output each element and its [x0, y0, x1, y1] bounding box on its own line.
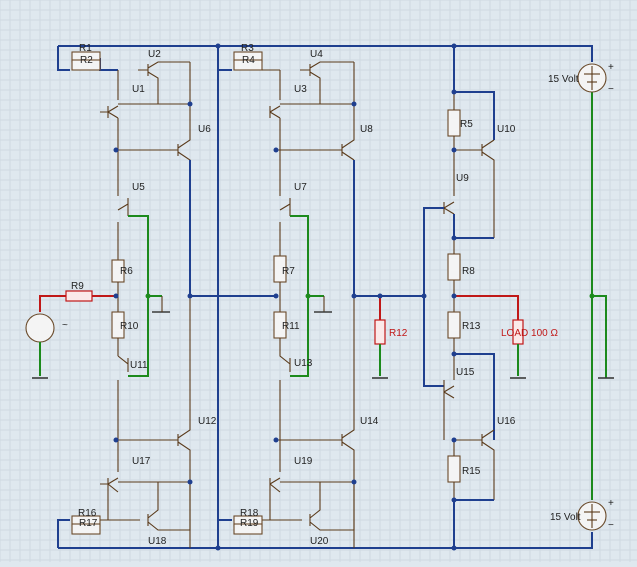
label-r12: R12	[389, 328, 408, 339]
label-r10: R10	[120, 321, 139, 332]
ac-input-source: R9 ~	[25, 281, 116, 379]
label-r11: R11	[282, 321, 300, 332]
label-u3: U3	[294, 84, 307, 95]
label-u1: U1	[132, 84, 145, 95]
label-r16: R16	[78, 508, 97, 519]
label-r5: R5	[460, 119, 473, 130]
label-u12: U12	[198, 416, 217, 427]
label-r3: R3	[241, 43, 254, 54]
label-u17: U17	[132, 456, 151, 467]
label-r18: R18	[240, 508, 259, 519]
label-r8: R8	[462, 266, 475, 277]
label-r15: R15	[462, 466, 481, 477]
bottom-supply-minus: −	[608, 520, 614, 531]
ground-rail-wire	[591, 92, 614, 500]
bottom-supply-label: 15 Volt	[550, 512, 581, 523]
stage-2: R3 R4 U4 U3 U8 U7 R7 R11 U13 U14 U19 U20…	[217, 43, 379, 548]
label-u5: U5	[132, 182, 145, 193]
stage-1: R1 R2 U2 U1 U6 U5 R6 R10 U11 U12	[71, 43, 217, 548]
label-u9: U9	[456, 173, 469, 184]
label-u11: U11	[130, 360, 148, 371]
label-r1: R1	[79, 43, 92, 54]
signal-bus: R12	[190, 295, 424, 379]
output-stage: R5 U10 U9 R8 LOAD 100 Ω R13 U15 U16 R15	[423, 46, 558, 548]
top-supply-minus: −	[608, 84, 614, 95]
top-supply-plus: +	[608, 62, 614, 73]
bottom-supply-rail	[57, 519, 593, 549]
label-u19: U19	[294, 456, 313, 467]
label-r13: R13	[462, 321, 481, 332]
label-u8: U8	[360, 124, 373, 135]
label-r7: R7	[282, 266, 295, 277]
top-supply-battery: 15 Volt + −	[548, 62, 614, 95]
label-r2: R2	[80, 55, 93, 66]
label-u15: U15	[456, 367, 475, 378]
label-u10: U10	[497, 124, 516, 135]
label-u18: U18	[148, 536, 167, 547]
label-u4: U4	[310, 49, 323, 60]
label-r17: R17	[79, 518, 98, 529]
label-u20: U20	[310, 536, 329, 547]
top-supply-label: 15 Volt	[548, 74, 579, 85]
junction-dots	[113, 43, 595, 551]
label-u14: U14	[360, 416, 379, 427]
label-u7: U7	[294, 182, 307, 193]
label-u16: U16	[497, 416, 516, 427]
label-u6: U6	[198, 124, 211, 135]
label-u13: U13	[294, 358, 313, 369]
label-load: LOAD 100 Ω	[501, 328, 558, 339]
label-r6: R6	[120, 266, 133, 277]
label-r4: R4	[242, 55, 255, 66]
ac-symbol: ~	[62, 320, 68, 331]
label-r9: R9	[71, 281, 84, 292]
label-u2: U2	[148, 49, 161, 60]
bottom-supply-plus: +	[608, 498, 614, 509]
bottom-supply-battery: 15 Volt + −	[550, 498, 614, 531]
label-r19: R19	[240, 518, 259, 529]
